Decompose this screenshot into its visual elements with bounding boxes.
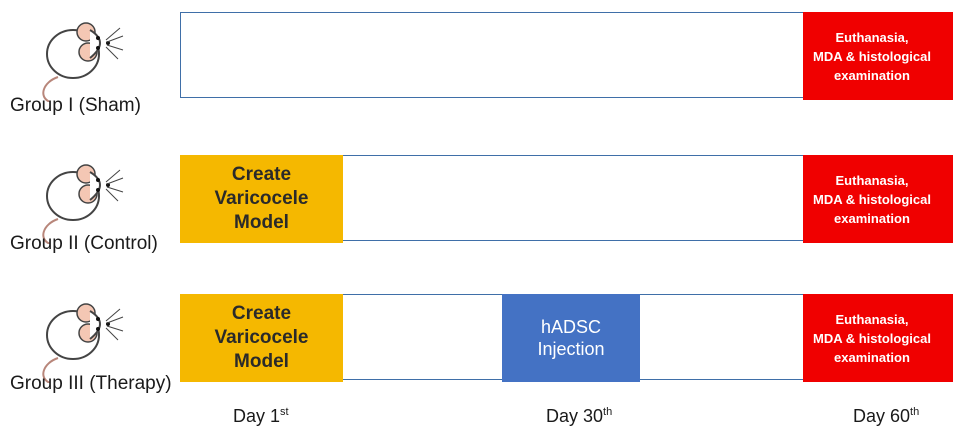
- create-model-block: Create Varicocele Model: [180, 155, 343, 243]
- euthanasia-block: Euthanasia, MDA & histological examinati…: [803, 155, 953, 243]
- group-label-therapy: Group III (Therapy): [10, 373, 172, 394]
- day-60-text: Day 60: [853, 406, 911, 426]
- day-1-suffix: st: [280, 406, 289, 418]
- mouse-icon: [42, 303, 124, 383]
- create-model-block: Create Varicocele Model: [180, 294, 343, 382]
- group-label-sham: Group I (Sham): [10, 95, 141, 116]
- mouse-icon: [42, 164, 124, 244]
- timeline-track-control: Create Varicocele Model Euthanasia, MDA …: [180, 155, 953, 243]
- euthanasia-line-3: examination: [834, 210, 910, 226]
- day-30-suffix: th: [603, 406, 613, 418]
- create-line-3: Model: [234, 212, 289, 233]
- create-line-3: Model: [234, 351, 289, 372]
- euthanasia-line-2: MDA & histological: [813, 191, 931, 207]
- day-30-text: Day 30: [546, 406, 604, 426]
- day-60-suffix: th: [910, 406, 920, 418]
- day-label-30: Day 30th: [546, 406, 612, 427]
- euthanasia-line-3: examination: [834, 67, 910, 83]
- day-label-1: Day 1st: [233, 406, 289, 427]
- euthanasia-line-1: Euthanasia,: [835, 172, 909, 188]
- euthanasia-line-1: Euthanasia,: [835, 29, 909, 45]
- euthanasia-block: Euthanasia, MDA & histological examinati…: [803, 12, 953, 100]
- euthanasia-block: Euthanasia, MDA & histological examinati…: [803, 294, 953, 382]
- group-label-control: Group II (Control): [10, 233, 158, 254]
- euthanasia-line-2: MDA & histological: [813, 330, 931, 346]
- create-line-2: Varicocele: [214, 327, 309, 348]
- hadsc-injection-block: hADSC Injection: [502, 294, 640, 382]
- euthanasia-line-1: Euthanasia,: [835, 311, 909, 327]
- injection-line-1: hADSC: [540, 317, 601, 337]
- create-line-1: Create: [231, 303, 292, 324]
- create-line-1: Create: [231, 164, 292, 185]
- timeline-track-therapy: Create Varicocele Model hADSC Injection …: [180, 294, 953, 382]
- create-line-2: Varicocele: [214, 188, 309, 209]
- mouse-icon: [42, 22, 124, 102]
- day-1-text: Day 1: [233, 406, 281, 426]
- day-label-60: Day 60th: [853, 406, 919, 427]
- timeline-track-sham: Euthanasia, MDA & histological examinati…: [180, 12, 953, 100]
- euthanasia-line-2: MDA & histological: [813, 48, 931, 64]
- injection-line-2: Injection: [537, 339, 605, 359]
- euthanasia-line-3: examination: [834, 349, 910, 365]
